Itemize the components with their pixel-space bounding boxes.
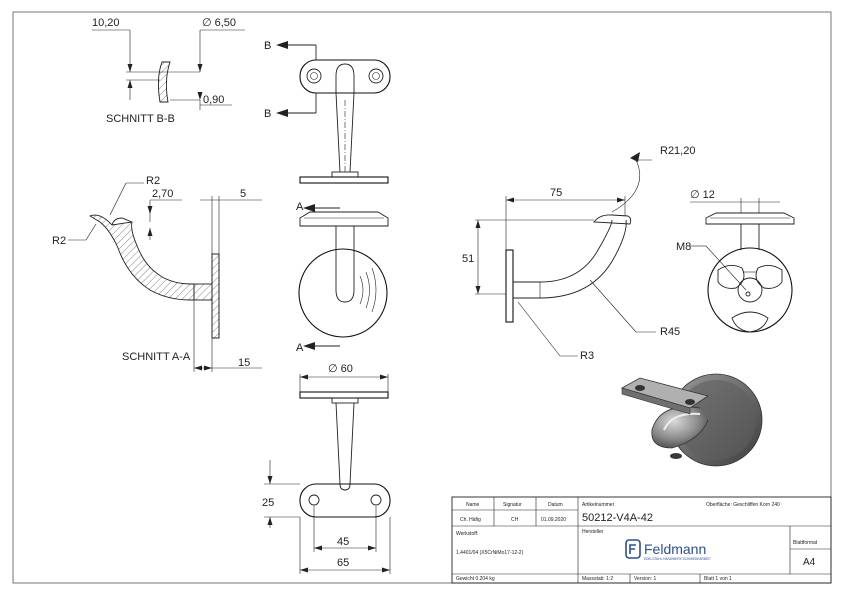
tb-sheet-format-label: Blattformat: [793, 540, 818, 546]
bottom-view: ∅ 60 25 45 65: [262, 363, 391, 574]
tb-date: 01.09.2020: [541, 517, 566, 523]
tb-header-date: Datum: [548, 502, 563, 508]
tb-scale: Massstab: 1:2: [582, 576, 613, 582]
section-b-label-top: B: [264, 40, 271, 52]
logo-name: Feldmann: [644, 541, 706, 557]
tb-sheet: Blatt 1 von 1: [704, 576, 732, 582]
dim-side-width: 75: [550, 187, 562, 199]
feldmann-logo: Feldmann EDELSTAHL HANDWERK SCHMIEDEARBE…: [625, 539, 711, 561]
logo-tagline: EDELSTAHL HANDWERK SCHMIEDEARBEIT: [644, 557, 711, 561]
dim-side-r45: R45: [660, 326, 680, 338]
dim-end-diameter: ∅ 12: [690, 189, 715, 201]
tb-material: 1.4401/04 (X5CrNiMo17-12-2): [456, 550, 524, 556]
tb-name: Ch. Häfig: [460, 517, 481, 523]
section-b-b-title: SCHNITT B-B: [106, 113, 175, 125]
section-a-a-view: 2,70 R2 R2 5 15 SCHNITT A-A: [52, 175, 262, 372]
dim-b-thickness: 10,20: [92, 17, 120, 29]
tb-sheet-format: A4: [803, 557, 816, 568]
dim-side-r3: R3: [580, 350, 594, 362]
dim-side-r21: R21,20: [660, 145, 695, 157]
sheet-frame: [12, 11, 832, 584]
title-block: Name Signatur Datum Ch. Häfig CH 01.09.2…: [451, 496, 832, 584]
tb-version: Version: 1: [634, 576, 656, 582]
dim-a-r2-left: R2: [52, 235, 66, 247]
dim-a-r2-top: R2: [146, 175, 160, 187]
isometric-render: [620, 373, 763, 467]
tb-weight: Gewicht 0.204 kg: [456, 576, 495, 582]
tb-header-name: Name: [466, 502, 480, 508]
dim-end-m8: M8: [676, 241, 691, 253]
tb-manufacturer-label: Hersteller: [582, 529, 604, 535]
dim-side-height: 51: [462, 253, 474, 265]
dim-b-gap: 0,90: [203, 94, 224, 106]
dim-bottom-diameter: ∅ 60: [328, 363, 353, 375]
section-b-label-bottom: B: [264, 108, 271, 120]
tb-signature: CH: [511, 517, 519, 523]
section-b-b-view: 10,20 ∅ 6,50 0,90 SCHNITT B-B: [92, 17, 245, 125]
dim-bottom-outer: 65: [337, 557, 349, 569]
section-a-label-bottom: A: [296, 342, 304, 354]
section-a-label-top: A: [296, 201, 304, 213]
tb-header-signature: Signatur: [503, 502, 522, 508]
section-a-a-title: SCHNITT A-A: [122, 351, 191, 363]
dim-a-height: 2,70: [152, 188, 173, 200]
end-view: ∅ 12 M8: [676, 189, 795, 333]
dim-b-diameter: ∅ 6,50: [202, 17, 236, 29]
tb-article-number: 50212-V4A-42: [582, 512, 653, 524]
plan-view: A A: [296, 201, 389, 354]
dim-bottom-height: 25: [262, 497, 274, 509]
dim-a-foot: 15: [238, 357, 250, 369]
tb-article-label: Artikelnummer: [582, 502, 615, 508]
tb-surface: Oberfläche: Geschliffen Korn 240: [706, 502, 780, 508]
tb-material-label: Werkstoff:: [456, 531, 478, 537]
side-view: 75 51 R21,20 R45 R3: [462, 145, 695, 362]
dim-a-plate: 5: [240, 188, 246, 200]
dim-bottom-inner: 45: [337, 536, 349, 548]
front-elevation-view: B B: [264, 40, 391, 184]
